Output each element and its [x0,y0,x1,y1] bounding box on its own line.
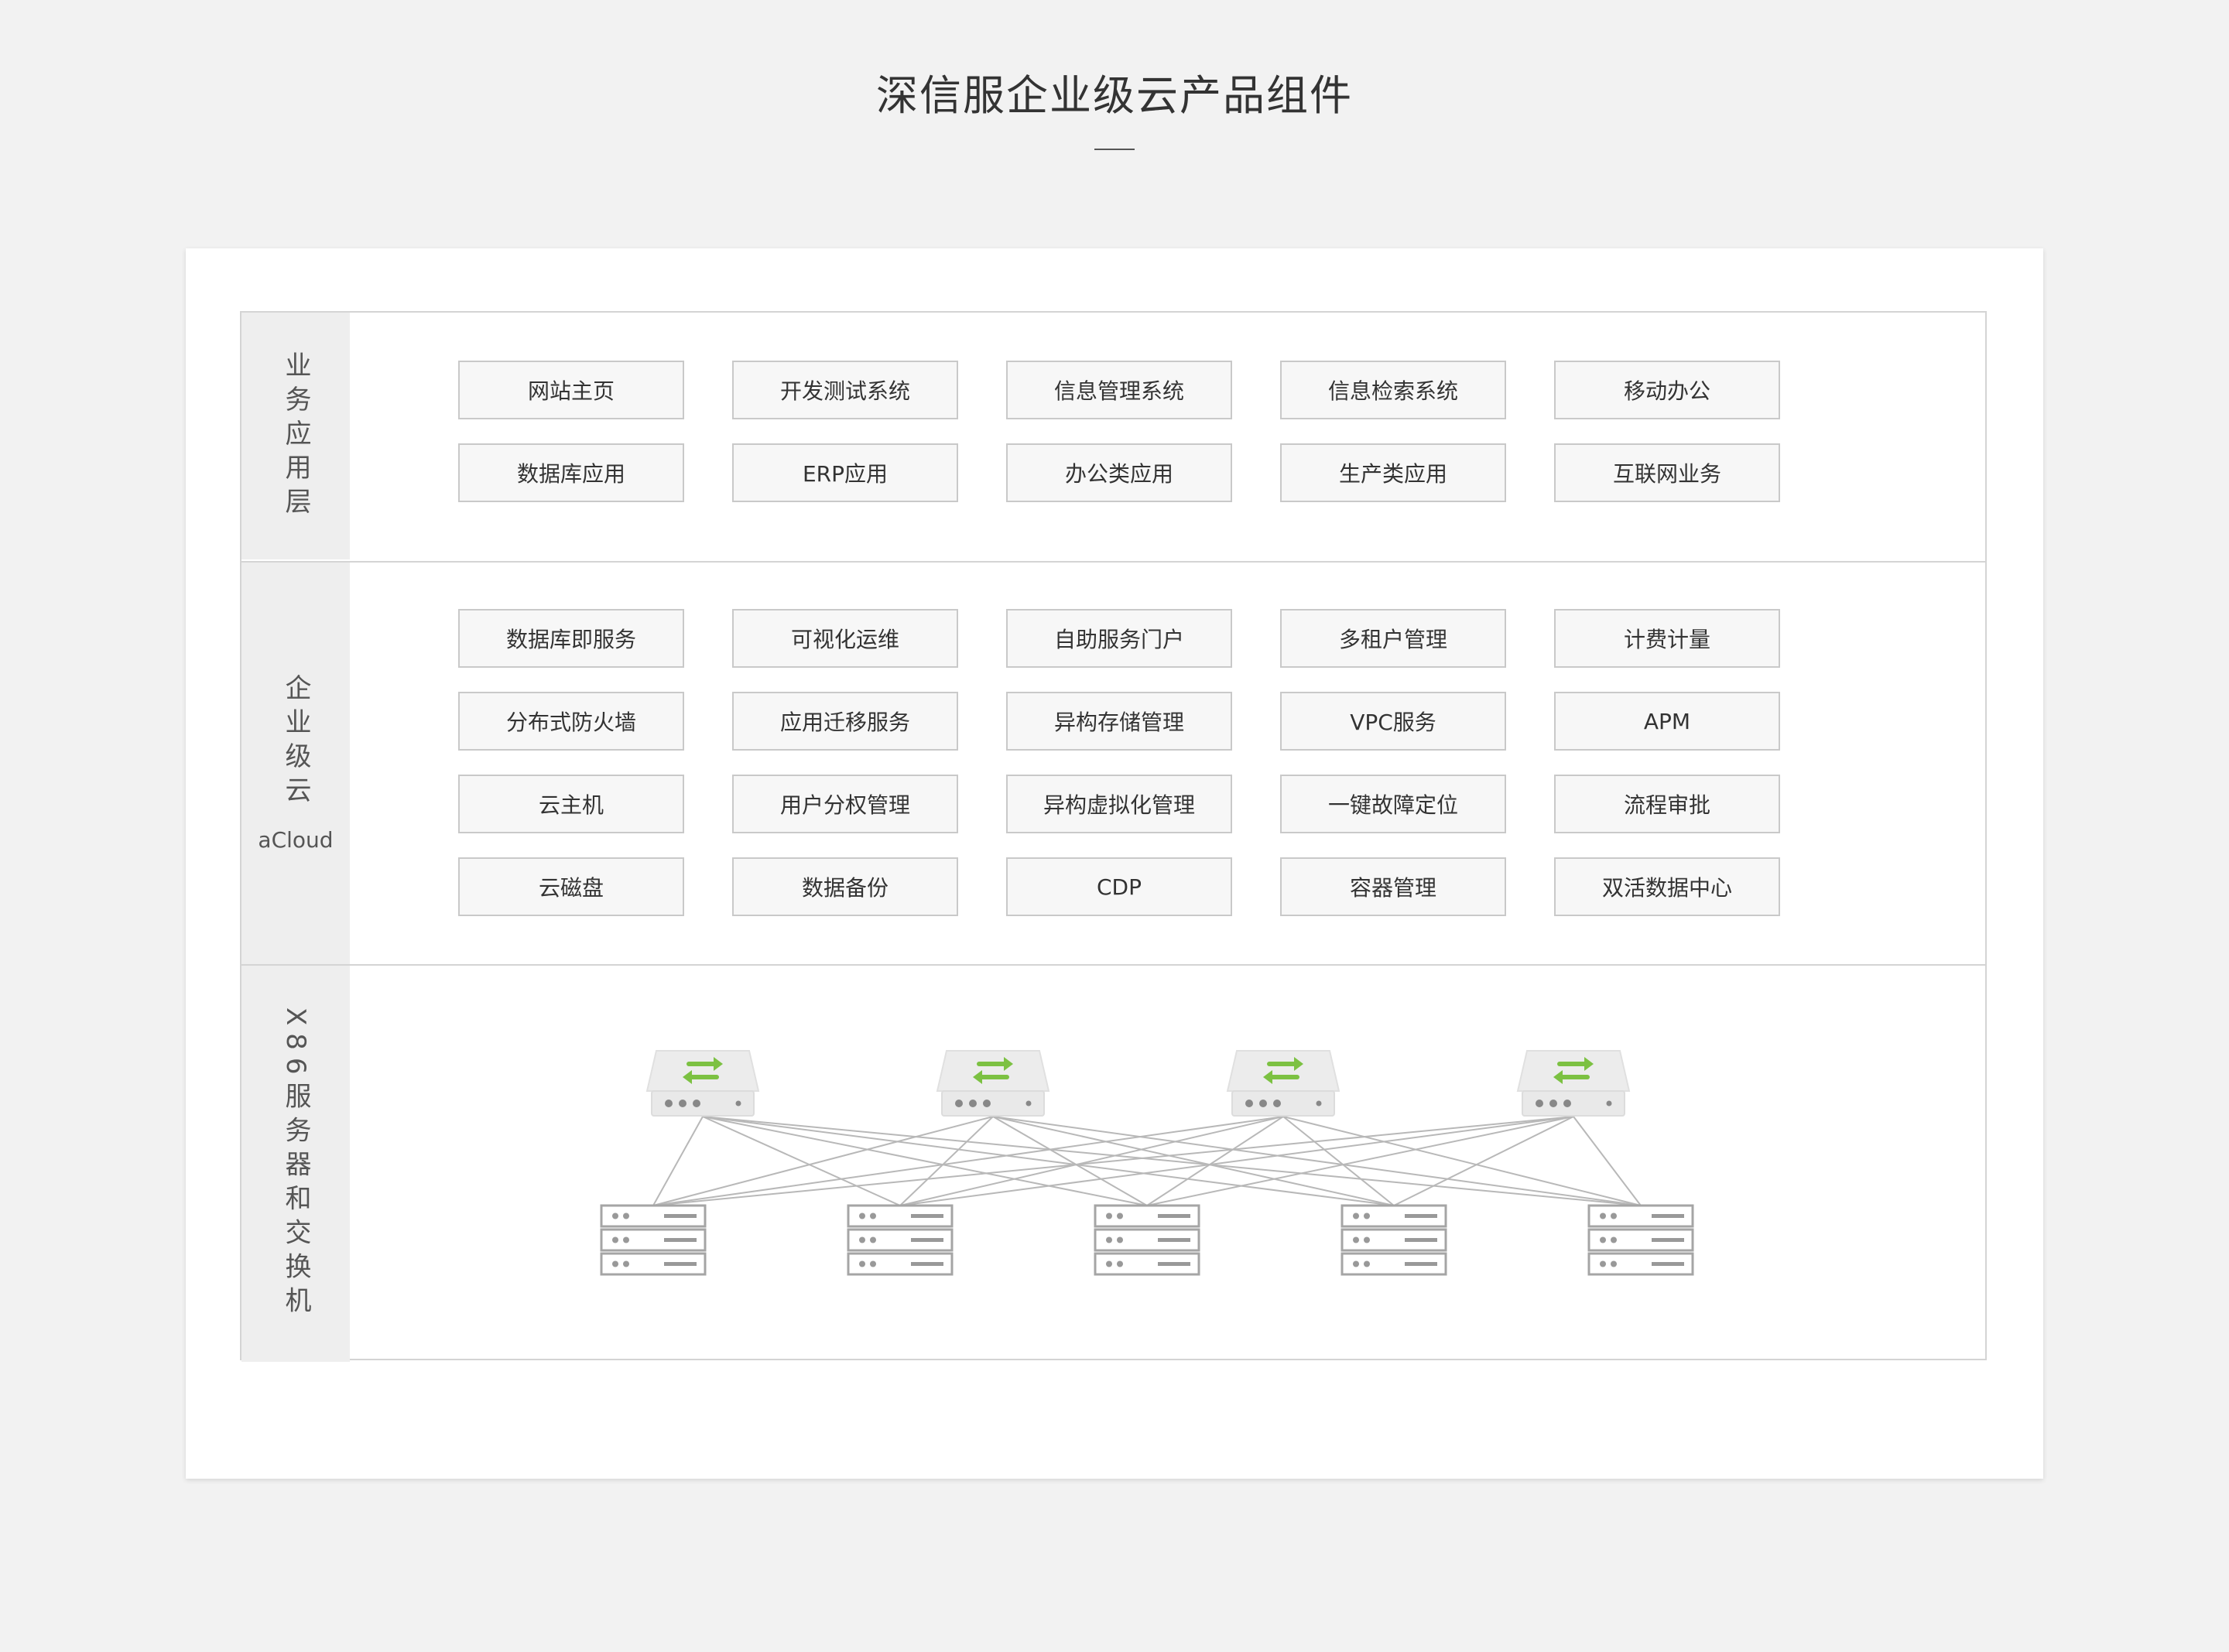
business-component-item: 数据库应用 [458,443,684,502]
cloud-layer-sublabel: aCloud [258,827,334,853]
hardware-layer-label: X86服务器和交换机 [241,966,350,1362]
connection-line [899,1116,994,1206]
cloud-component-item: 应用迁移服务 [732,692,958,751]
cloud-component-item: 数据备份 [732,857,958,916]
business-component-item: ERP应用 [732,443,958,502]
cloud-component-item: 计费计量 [1554,609,1780,668]
hardware-layer-title: X86服务器和交换机 [280,1007,311,1321]
connection-line [992,1116,1148,1206]
connection-line [1146,1116,1574,1206]
cloud-component-item: 双活数据中心 [1554,857,1780,916]
connection-lines [652,1116,1642,1206]
cloud-component-item: 可视化运维 [732,609,958,668]
business-component-item: 移动办公 [1554,361,1780,419]
network-switch-icon [645,1050,760,1117]
network-topology [600,1050,1694,1276]
server-rack-icon [600,1204,707,1276]
business-component-item: 办公类应用 [1006,443,1232,502]
enterprise-cloud-layer: 企业级云 aCloud 数据库即服务可视化运维自助服务门户多租户管理计费计量分布… [241,561,1985,964]
connection-line [1146,1116,1284,1206]
business-component-item: 信息管理系统 [1006,361,1232,419]
server-rack-icon [847,1204,954,1276]
server-rack-icon [1587,1204,1694,1276]
business-component-item: 网站主页 [458,361,684,419]
connection-line [1393,1116,1574,1206]
cloud-layer-label: 企业级云 aCloud [241,563,350,964]
business-layer-title: 业务应用层 [280,351,311,522]
cloud-component-item: 自助服务门户 [1006,609,1232,668]
cloud-component-item: 多租户管理 [1280,609,1506,668]
network-switch-icon [1516,1050,1631,1117]
cloud-component-item: 异构存储管理 [1006,692,1232,751]
architecture-frame: 业务应用层 网站主页开发测试系统信息管理系统信息检索系统移动办公数据库应用 ERP… [240,311,1987,1362]
page-title: 深信服企业级云产品组件 [876,71,1353,120]
cloud-items-grid: 数据库即服务可视化运维自助服务门户多租户管理计费计量分布式防火墙应用迁移服务异构… [458,609,1780,916]
cloud-component-item: 云主机 [458,775,684,833]
network-switch-icon [936,1050,1050,1117]
connection-line [992,1116,1395,1206]
connection-line [899,1116,1284,1206]
business-component-item: 互联网业务 [1554,443,1780,502]
cloud-layer-title: 企业级云 [280,674,311,810]
cloud-component-item: 数据库即服务 [458,609,684,668]
cloud-component-item: CDP [1006,857,1232,916]
cloud-component-item: VPC服务 [1280,692,1506,751]
server-rack-icon [1094,1204,1200,1276]
cloud-component-item: 容器管理 [1280,857,1506,916]
server-rack-icon [1340,1204,1447,1276]
business-component-item: 信息检索系统 [1280,361,1506,419]
cloud-component-item: 异构虚拟化管理 [1006,775,1232,833]
hardware-layer: X86服务器和交换机 [241,964,1985,1362]
connection-line [652,1116,994,1206]
connection-line [1573,1116,1642,1206]
business-layer-label: 业务应用层 [241,313,350,559]
network-switch-icon [1226,1050,1340,1117]
connection-line [652,1116,1284,1206]
cloud-component-item: APM [1554,692,1780,751]
connection-line [652,1116,1574,1206]
business-component-item: 生产类应用 [1280,443,1506,502]
architecture-card: 业务应用层 网站主页开发测试系统信息管理系统信息检索系统移动办公数据库应用 ERP… [186,248,2043,1479]
business-application-layer: 业务应用层 网站主页开发测试系统信息管理系统信息检索系统移动办公数据库应用 ERP… [241,313,1985,559]
connection-line [992,1116,1642,1206]
cloud-component-item: 一键故障定位 [1280,775,1506,833]
connection-line [1282,1116,1395,1206]
cloud-component-item: 流程审批 [1554,775,1780,833]
connection-line [702,1116,1148,1206]
connection-line [1282,1116,1642,1206]
business-component-item: 开发测试系统 [732,361,958,419]
connection-line [702,1116,901,1206]
cloud-component-item: 用户分权管理 [732,775,958,833]
cloud-component-item: 分布式防火墙 [458,692,684,751]
connection-line [652,1116,704,1206]
business-items-grid: 网站主页开发测试系统信息管理系统信息检索系统移动办公数据库应用 ERP应用办公类应… [458,361,1780,502]
connection-line [899,1116,1574,1206]
cloud-component-item: 云磁盘 [458,857,684,916]
connection-line [702,1116,1642,1206]
connection-line [702,1116,1395,1206]
title-underline [1094,149,1135,150]
